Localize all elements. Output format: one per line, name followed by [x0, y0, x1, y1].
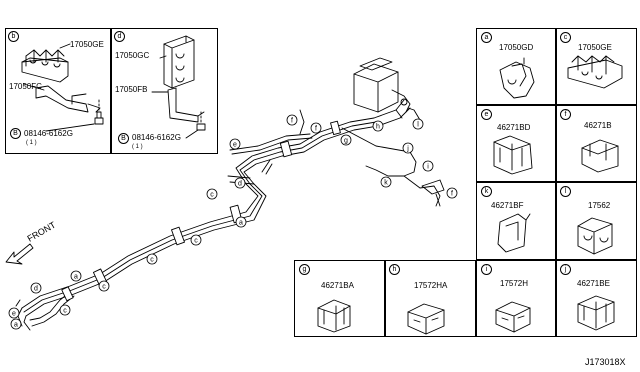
callout-c-3: c	[150, 257, 154, 264]
bolt-number-b: 08146-6162G	[24, 129, 73, 138]
callout-d-2: d	[238, 181, 242, 188]
bolt-d-illustration	[185, 111, 206, 139]
callout-b: b	[8, 31, 19, 42]
callout-l-grid: l	[560, 186, 571, 197]
clip-17572h-illustration	[495, 301, 531, 333]
bolt-ref-b: B	[10, 128, 21, 139]
clip-46271bf-illustration	[497, 213, 531, 253]
part-number-17050ge: 17050GE	[70, 40, 104, 49]
callout-a-3: a	[14, 322, 18, 329]
callout-e: e	[233, 142, 237, 149]
part-number-46271bd: 46271BD	[497, 123, 531, 132]
part-number-46271b: 46271B	[584, 121, 612, 130]
bolt-number-d: 08146-6162G	[132, 133, 181, 142]
part-number-46271ba: 46271BA	[321, 281, 354, 290]
callout-i: i	[427, 164, 429, 171]
clip-46271ba-illustration	[317, 299, 351, 333]
grid-cell-g	[294, 260, 385, 337]
callout-f-grid: f	[560, 109, 571, 120]
bolt-qty-d: ( 1 )	[132, 144, 143, 150]
callout-c-5: c	[63, 308, 67, 315]
callout-e-grid: e	[481, 109, 492, 120]
detail-box-b	[5, 28, 111, 154]
callout-e-2: e	[12, 311, 16, 318]
callout-c-grid: c	[560, 32, 571, 43]
canister-illustration	[353, 57, 411, 119]
clip-17050gd-illustration	[499, 57, 535, 99]
bracket-17050fb-illustration	[151, 87, 205, 123]
callout-h: h	[376, 124, 380, 131]
diagram-callouts: e f f g h l i j k f c a c c c c a d e a …	[8, 114, 458, 330]
grid-cell-h	[385, 260, 476, 337]
clip-17050ge-grid-illustration	[567, 55, 623, 89]
clamp-17050gc-illustration	[159, 35, 195, 89]
part-number-17050gd: 17050GD	[499, 43, 534, 52]
part-number-46271be: 46271BE	[577, 279, 610, 288]
callout-f: f	[291, 118, 293, 125]
part-number-17572h: 17572H	[500, 279, 529, 288]
callout-c-4: c	[102, 284, 106, 291]
part-number-17050fc: 17050FC	[9, 82, 42, 91]
clip-46271b-illustration	[581, 139, 619, 173]
part-number-46271bf: 46271BF	[491, 201, 524, 210]
part-number-17572ha: 17572HA	[414, 281, 448, 290]
callout-j-grid: j	[560, 264, 571, 275]
callout-g-grid: g	[299, 264, 310, 275]
part-number-17562: 17562	[588, 201, 611, 210]
callout-g: g	[344, 138, 348, 145]
diagram-code: J173018X	[585, 357, 626, 367]
clip-17562-illustration	[577, 217, 613, 255]
callout-d: d	[114, 31, 125, 42]
callout-f-3: f	[451, 191, 453, 198]
clip-17572ha-illustration	[407, 303, 445, 335]
callout-k: k	[384, 180, 388, 187]
callout-a-grid: a	[481, 32, 492, 43]
fuel-tube-assembly	[15, 99, 441, 331]
callout-h-grid: h	[389, 264, 400, 275]
bracket-17050fc-illustration	[23, 43, 101, 113]
bolt-qty-b: ( 1 )	[26, 140, 37, 146]
callout-f-2: f	[315, 126, 317, 133]
callout-c: c	[210, 192, 214, 199]
tube-clips	[61, 120, 341, 302]
callout-i-grid: i	[481, 264, 492, 275]
detail-box-d	[111, 28, 218, 154]
bracket-f-right-illustration	[421, 179, 445, 207]
part-number-17050fb: 17050FB	[115, 85, 148, 94]
front-arrow-icon	[5, 243, 34, 265]
part-number-17050gc: 17050GC	[115, 51, 150, 60]
part-number-17050ge-grid: 17050GE	[578, 43, 612, 52]
callout-d: d	[34, 286, 38, 293]
callout-c-2: c	[194, 238, 198, 245]
callout-j: j	[406, 146, 409, 153]
callout-l: l	[417, 122, 419, 129]
clip-46271be-illustration	[577, 295, 615, 331]
callout-a-2: a	[74, 274, 78, 281]
callout-a: a	[239, 220, 243, 227]
callout-k-grid: k	[481, 186, 492, 197]
clamp-17050ge-illustration	[21, 49, 69, 83]
clip-46271bd-illustration	[493, 135, 533, 175]
bolt-ref-d: B	[118, 133, 129, 144]
bolt-b-illustration	[45, 99, 104, 132]
